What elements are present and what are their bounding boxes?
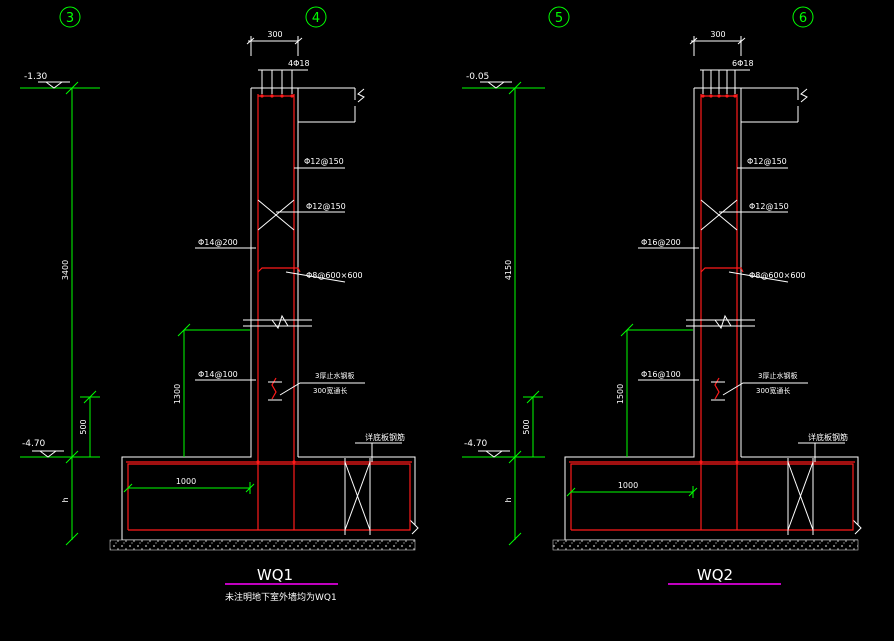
wall-outline [121,87,419,541]
detail-title: WQ1 [257,566,293,584]
grid-label-left: 5 [555,11,563,26]
label-waterstop-1: 3厚止水钢板 [315,371,354,380]
wall-thickness-dimension [689,36,746,56]
label-vert-rebar-upper: Φ16@200 [641,238,681,247]
waterstop-brackets [711,381,725,401]
opening-cross [257,199,371,535]
gravel-bed [109,539,416,551]
grid-bubble-right: 6 [792,6,814,28]
dim-h-label: h [61,497,70,502]
break-symbol [243,314,312,330]
rebar [126,94,412,531]
bottom-elevation-marker [20,450,100,458]
top-bars-label: 4Φ18 [288,59,310,68]
tie-hook [257,267,301,273]
rebar-dots [699,94,739,464]
dim-height-label: 4150 [504,260,513,280]
label-waterstop-2: 300宽通长 [756,386,790,395]
bottom-elevation-label: -4.70 [464,439,488,449]
label-tie: Φ8@600×600 [306,271,363,280]
top-elevation-label: -1.30 [24,72,48,82]
label-horiz-rebar-in: Φ12@150 [749,202,789,211]
dim-base-label: 500 [522,419,531,434]
dim-h-label: h [504,497,513,502]
bottom-elevation-label: -4.70 [22,439,46,449]
detail-note: 未注明地下室外墙均为WQ1 [225,591,337,603]
grid-label-right: 4 [312,11,320,26]
waterstop [271,377,277,400]
label-vert-rebar-lower: Φ16@100 [641,370,681,379]
label-slab: 详底板钢筋 [808,432,848,442]
bottom-elevation-marker [462,450,545,458]
dim-1000-label: 1000 [618,481,638,490]
grid-label-right: 6 [799,11,807,26]
label-vert-rebar-upper: Φ14@200 [198,238,238,247]
grid-bubble-left: 3 [59,6,81,28]
label-horiz-rebar-in: Φ12@150 [306,202,346,211]
wall-thickness-label: 300 [267,30,282,39]
label-horiz-rebar-out: Φ12@150 [747,157,787,166]
detail-wq2: 5 6 300 6Φ18 -0.05 [462,6,862,585]
waterstop-brackets [268,381,282,401]
label-vert-rebar-lower: Φ14@100 [198,370,238,379]
grid-bubble-right: 4 [305,6,327,28]
wall-outline [564,87,862,541]
dim-1300-label: 1300 [173,384,182,404]
dim-1000-label: 1000 [176,477,196,486]
rebar-dots [256,94,296,464]
top-elevation-marker [20,81,100,89]
vertical-dimension [65,81,100,546]
dim-height-label: 3400 [61,260,70,280]
top-bars-label: 6Φ18 [732,59,754,68]
top-elevation-marker [462,81,545,89]
dowel-dimensions [123,323,255,494]
label-waterstop-1: 3厚止水钢板 [758,371,797,380]
top-bars-leader [700,69,750,94]
label-slab: 详底板钢筋 [365,432,405,442]
gravel-bed [552,539,859,551]
dim-base-label: 500 [79,419,88,434]
wall-thickness-label: 300 [710,30,725,39]
label-horiz-rebar-out: Φ12@150 [304,157,344,166]
opening-cross [700,199,814,535]
label-waterstop-2: 300宽通长 [313,386,347,395]
detail-wq1: 3 4 300 4Φ18 -1.30 [20,6,419,603]
detail-title: WQ2 [697,566,733,584]
wall-thickness-dimension [246,36,303,56]
label-leaders [638,167,845,462]
label-leaders [195,167,402,462]
label-tie: Φ8@600×600 [749,271,806,280]
waterstop [714,377,720,400]
grid-label-left: 3 [66,11,74,26]
dowel-dimensions [566,323,698,498]
top-elevation-label: -0.05 [466,72,489,82]
top-bars-leader [258,69,308,94]
break-symbol [686,314,755,330]
grid-bubble-left: 5 [548,6,570,28]
dim-1300-label: 1500 [616,384,625,404]
tie-hook [700,267,744,273]
vertical-dimension [508,81,543,546]
